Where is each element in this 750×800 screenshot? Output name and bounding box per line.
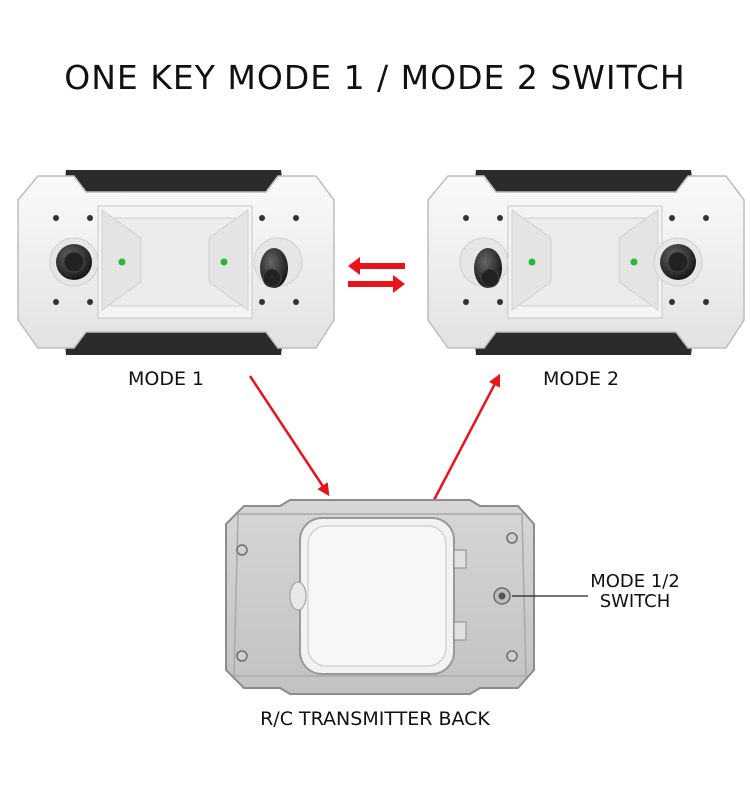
controller-mode2 — [427, 170, 745, 355]
arrow-back-to-mode2 — [432, 373, 501, 501]
mode-switch-icon — [493, 587, 511, 605]
swap-arrows-icon — [348, 257, 405, 293]
mode2-label: MODE 2 — [543, 368, 620, 390]
mode-switch-label: MODE 1/2 SWITCH — [575, 572, 695, 612]
controller-mode1 — [17, 170, 335, 355]
mode-switch-label-line2: SWITCH — [599, 591, 671, 612]
arrow-mode1-to-back — [248, 375, 330, 497]
transmitter-back-label: R/C TRANSMITTER BACK — [260, 708, 490, 730]
transmitter-back — [225, 499, 535, 695]
page-title: ONE KEY MODE 1 / MODE 2 SWITCH — [64, 58, 686, 97]
mode-switch-label-line1: MODE 1/2 — [590, 571, 680, 592]
mode1-label: MODE 1 — [128, 368, 205, 390]
